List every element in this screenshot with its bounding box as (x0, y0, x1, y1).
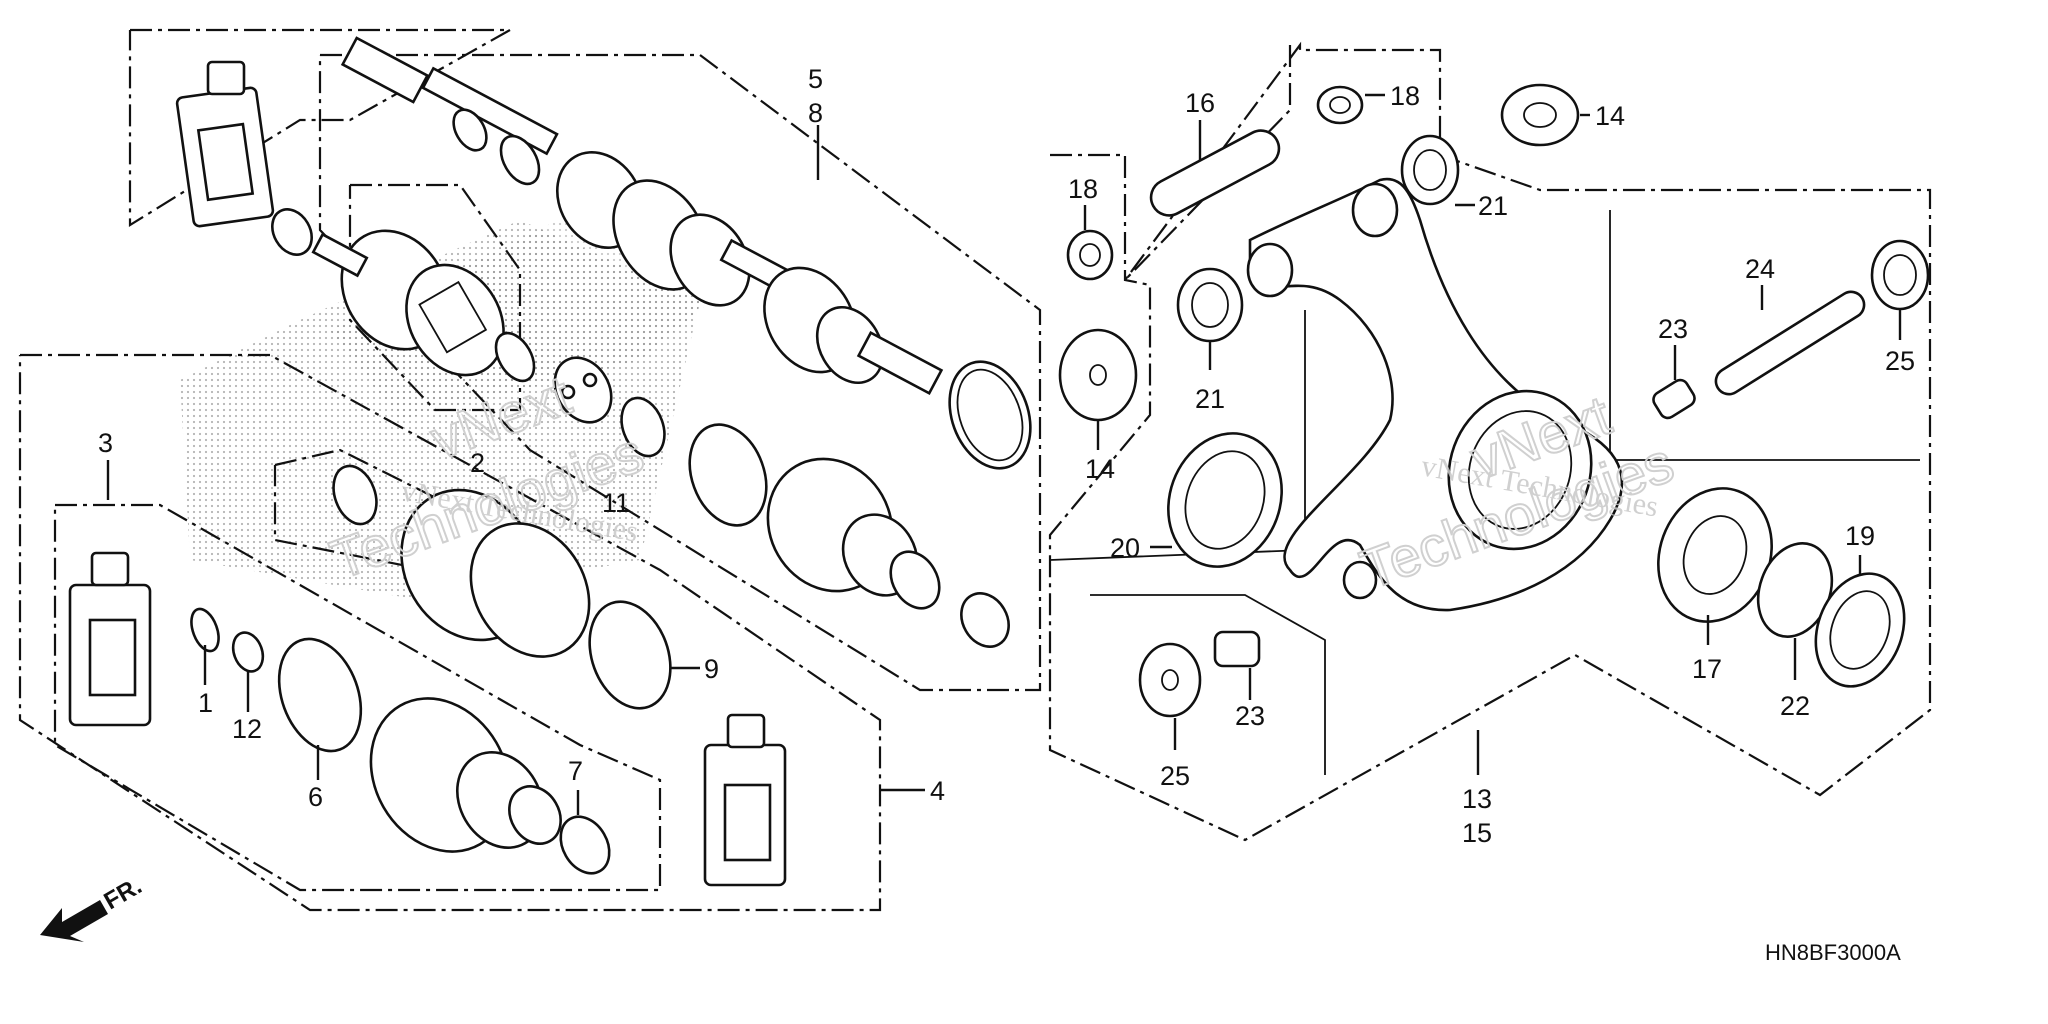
part-label-3: 3 (98, 428, 113, 458)
collar-14-left (1058, 328, 1138, 422)
snap-ring-top (271, 208, 313, 256)
part-label-21-left: 21 (1195, 384, 1225, 414)
bushing-23-top (1652, 378, 1696, 420)
seal-21-left (1176, 267, 1244, 343)
part-label-12: 12 (232, 714, 262, 744)
boot-6 (369, 697, 562, 853)
clamp-small-mid (960, 592, 1010, 648)
part-label-4: 4 (930, 776, 945, 806)
clamp-7 (559, 815, 611, 875)
snap-ring-2 (494, 331, 536, 383)
part-label-11: 11 (602, 488, 630, 518)
part-label-23-bottom: 23 (1235, 701, 1265, 731)
pin-24 (1714, 290, 1866, 396)
part-label-9: 9 (704, 654, 719, 684)
diagram-code: HN8BF3000A (1765, 940, 1901, 965)
part-label-14-left: 14 (1085, 454, 1115, 484)
part-label-13: 13 (1462, 784, 1492, 814)
pipe-16 (1149, 129, 1281, 217)
part-label-14-top: 14 (1595, 101, 1625, 131)
circlip-1 (190, 607, 220, 653)
boot-band-9 (332, 464, 378, 526)
part-label-15: 15 (1462, 818, 1492, 848)
boot-outer-9 (400, 488, 591, 658)
oil-bottle-top (175, 60, 275, 228)
part-label-19: 19 (1845, 521, 1875, 551)
oil-bottle-bottom (703, 713, 787, 887)
part-label-22: 22 (1780, 691, 1810, 721)
ring-12 (231, 631, 265, 673)
part-label-18-left: 18 (1068, 174, 1098, 204)
part-label-1: 1 (198, 688, 213, 718)
bearing-18-top (1316, 85, 1364, 125)
part-label-8: 8 (808, 98, 823, 128)
front-label: FR. (100, 872, 147, 915)
part-label-2: 2 (470, 448, 485, 478)
part-label-5: 5 (808, 64, 823, 94)
bearing-25-bottom (1138, 642, 1202, 718)
knuckle-arm (1246, 177, 1624, 612)
front-direction-marker: FR. (40, 872, 146, 942)
part-label-24: 24 (1745, 254, 1775, 284)
drive-shaft (340, 36, 944, 396)
seal-20 (1167, 432, 1283, 568)
seal-21-top (1400, 134, 1460, 206)
front-arrow-icon (40, 900, 108, 942)
part-labels: 5 8 3 2 11 9 1 12 6 7 4 18 16 14 21 18 1… (98, 64, 1915, 848)
inner-joint (311, 229, 505, 377)
boot-band-mid (688, 423, 768, 527)
collar-14-top (1500, 83, 1580, 147)
bushing-23-bottom (1213, 630, 1261, 668)
bearing-cage (553, 356, 613, 424)
part-label-25-top: 25 (1885, 346, 1915, 376)
part-label-16: 16 (1185, 88, 1215, 118)
part-label-20: 20 (1110, 533, 1140, 563)
part-label-18-top: 18 (1390, 81, 1420, 111)
part-label-6: 6 (308, 782, 323, 812)
leader-lines (106, 93, 1902, 815)
band-9 (588, 600, 672, 710)
seal-19 (1814, 572, 1906, 688)
part-label-7: 7 (568, 756, 583, 786)
circlip-11 (620, 396, 666, 458)
band-6 (277, 637, 363, 753)
oil-bottle-left (68, 551, 152, 727)
part-label-17: 17 (1692, 654, 1722, 684)
boot-inner (766, 457, 941, 610)
boot-band-large (948, 360, 1032, 470)
part-label-23-top: 23 (1658, 314, 1688, 344)
part-label-21-top: 21 (1478, 191, 1508, 221)
part-label-25-bottom: 25 (1160, 761, 1190, 791)
bearing-25-top (1870, 239, 1930, 311)
bearing-18-left (1066, 229, 1114, 281)
